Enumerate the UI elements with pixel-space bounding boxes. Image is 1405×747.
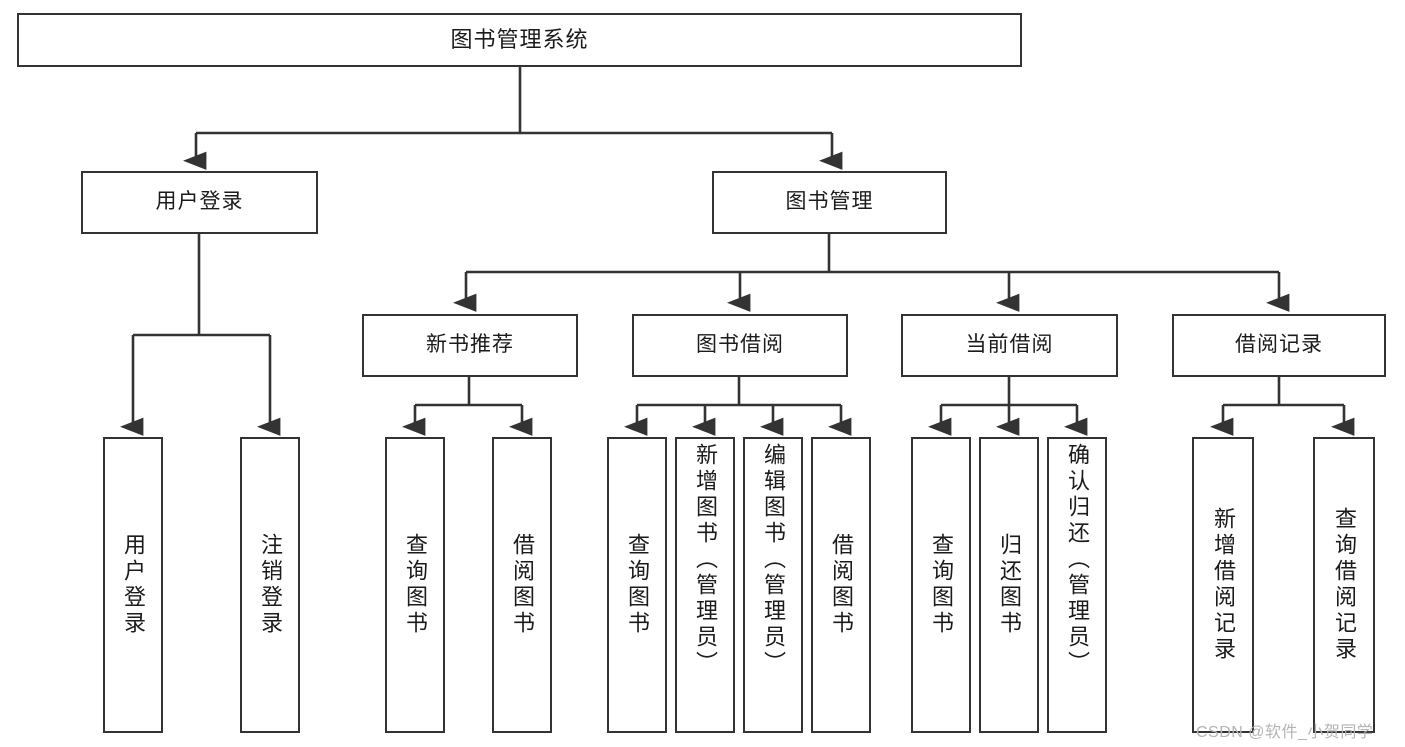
node-label: 借阅图书 <box>829 533 854 637</box>
node-label: 新增图书（管理员） <box>693 443 718 677</box>
leaf-user-logout[interactable]: 注销登录 <box>240 437 300 733</box>
node-book-management[interactable]: 图书管理 <box>712 171 947 234</box>
node-root[interactable]: 图书管理系统 <box>17 13 1022 67</box>
node-label: 用户登录 <box>121 533 146 637</box>
node-new-book-recommend[interactable]: 新书推荐 <box>362 314 578 377</box>
node-user-login[interactable]: 用户登录 <box>81 171 318 234</box>
node-label: 注销登录 <box>258 533 283 637</box>
node-book-borrow[interactable]: 图书借阅 <box>632 314 848 377</box>
leaf-add-borrow-record[interactable]: 新增借阅记录 <box>1192 437 1254 733</box>
node-label: 编辑图书（管理员） <box>761 443 786 677</box>
leaf-borrow-book-recommend[interactable]: 借阅图书 <box>492 437 552 733</box>
leaf-edit-book-admin[interactable]: 编辑图书（管理员） <box>743 437 803 733</box>
leaf-add-book-admin[interactable]: 新增图书（管理员） <box>675 437 735 733</box>
leaf-query-book-recommend[interactable]: 查询图书 <box>385 437 445 733</box>
leaf-borrow-book[interactable]: 借阅图书 <box>811 437 871 733</box>
leaf-user-login[interactable]: 用户登录 <box>103 437 163 733</box>
csdn-watermark: CSDN @软件_小贺同学 <box>1196 724 1374 741</box>
node-label: 借阅图书 <box>510 533 535 637</box>
node-label: 归还图书 <box>997 533 1022 637</box>
leaf-confirm-return-admin[interactable]: 确认归还（管理员） <box>1047 437 1107 733</box>
node-label: 查询借阅记录 <box>1332 507 1357 663</box>
node-label: 图书管理 <box>785 190 874 214</box>
node-label: 查询图书 <box>929 533 954 637</box>
node-borrow-record[interactable]: 借阅记录 <box>1172 314 1386 377</box>
leaf-query-borrow-record[interactable]: 查询借阅记录 <box>1313 437 1375 733</box>
node-label: 查询图书 <box>625 533 650 637</box>
node-current-borrow[interactable]: 当前借阅 <box>901 314 1118 377</box>
node-label: 图书借阅 <box>696 333 784 357</box>
leaf-query-book-borrow[interactable]: 查询图书 <box>607 437 667 733</box>
node-label: 查询图书 <box>403 533 428 637</box>
node-label: 新书推荐 <box>426 333 514 357</box>
leaf-query-book-current[interactable]: 查询图书 <box>911 437 971 733</box>
node-label: 用户登录 <box>155 190 244 214</box>
node-label: 当前借阅 <box>965 333 1054 357</box>
leaf-return-book[interactable]: 归还图书 <box>979 437 1039 733</box>
node-label: 新增借阅记录 <box>1211 507 1236 663</box>
node-label: 借阅记录 <box>1235 333 1323 357</box>
node-label: 图书管理系统 <box>450 27 589 53</box>
node-label: 确认归还（管理员） <box>1065 443 1090 677</box>
